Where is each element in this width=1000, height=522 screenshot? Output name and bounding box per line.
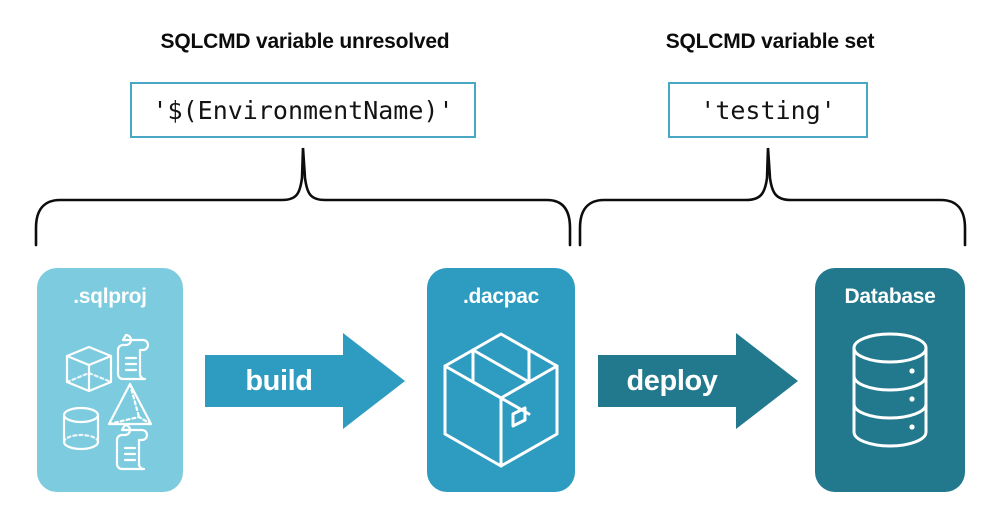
cylinder-icon <box>62 406 100 451</box>
brace-connectors <box>34 147 967 247</box>
scroll-icon <box>115 423 149 471</box>
deploy-arrow-shape <box>598 333 798 429</box>
stage-box-dacpac: .dacpac <box>427 268 575 492</box>
heading-sqlcmd-variable-set: SQLCMD variable set <box>665 30 875 53</box>
build-arrow-shape <box>205 333 405 429</box>
code-value-box-set: 'testing' <box>668 82 868 138</box>
database-artwork <box>852 332 928 448</box>
heading-sqlcmd-variable-unresolved: SQLCMD variable unresolved <box>160 30 450 53</box>
left-curly-brace <box>34 147 572 247</box>
stage-box-sqlproj: .sqlproj <box>37 268 183 492</box>
pyramid-icon <box>107 382 153 426</box>
right-curly-brace <box>578 147 967 247</box>
arrow-deploy: deploy <box>598 331 798 431</box>
cube-icon <box>65 345 113 393</box>
scroll-icon <box>116 333 150 381</box>
code-value-box-unresolved: '$(EnvironmentName)' <box>130 82 476 138</box>
stage-label-dacpac: .dacpac <box>462 285 540 308</box>
package-box-icon <box>443 332 559 468</box>
database-cylinder-icon <box>852 332 928 448</box>
dacpac-artwork <box>443 332 559 468</box>
stage-label-database: Database <box>844 285 936 308</box>
arrow-build: build <box>205 331 405 431</box>
stage-label-sqlproj: .sqlproj <box>73 285 147 308</box>
sqlproj-artwork <box>62 333 153 471</box>
stage-box-database: Database <box>815 268 965 492</box>
